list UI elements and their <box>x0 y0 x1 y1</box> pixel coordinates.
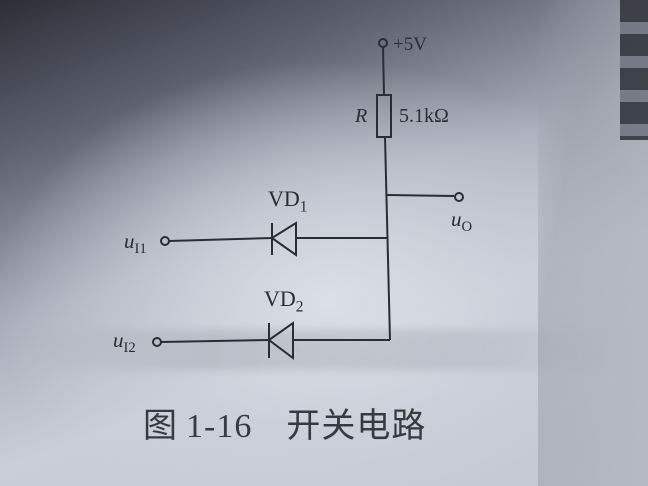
supply-label: +5V <box>393 34 427 55</box>
output-terminal <box>454 192 464 202</box>
stacked-pages <box>620 0 648 140</box>
resistor-symbol <box>376 94 392 138</box>
vd2-label: VD2 <box>264 286 304 316</box>
input2-wire <box>160 339 270 343</box>
input1-wire <box>168 237 273 242</box>
vd1-triangle <box>270 221 297 257</box>
input2-terminal <box>152 337 162 347</box>
show-through-text <box>30 330 630 370</box>
input2-label: uI2 <box>113 328 136 357</box>
vd1-label: VD1 <box>268 186 308 216</box>
vd2-triangle <box>267 321 294 360</box>
caption-prefix: 图 <box>143 406 178 446</box>
output-label: uO <box>451 207 473 236</box>
supply-wire <box>382 46 385 96</box>
caption-title: 开关电路 <box>286 406 427 446</box>
caption-number: 1-16 <box>186 408 253 445</box>
input1-label: uI1 <box>124 229 147 258</box>
resistor-symbol-label: R <box>355 105 368 127</box>
input1-terminal <box>160 236 170 246</box>
resistor-value-label: 5.1kΩ <box>399 105 449 127</box>
output-wire <box>386 194 455 197</box>
supply-terminal <box>378 38 388 48</box>
